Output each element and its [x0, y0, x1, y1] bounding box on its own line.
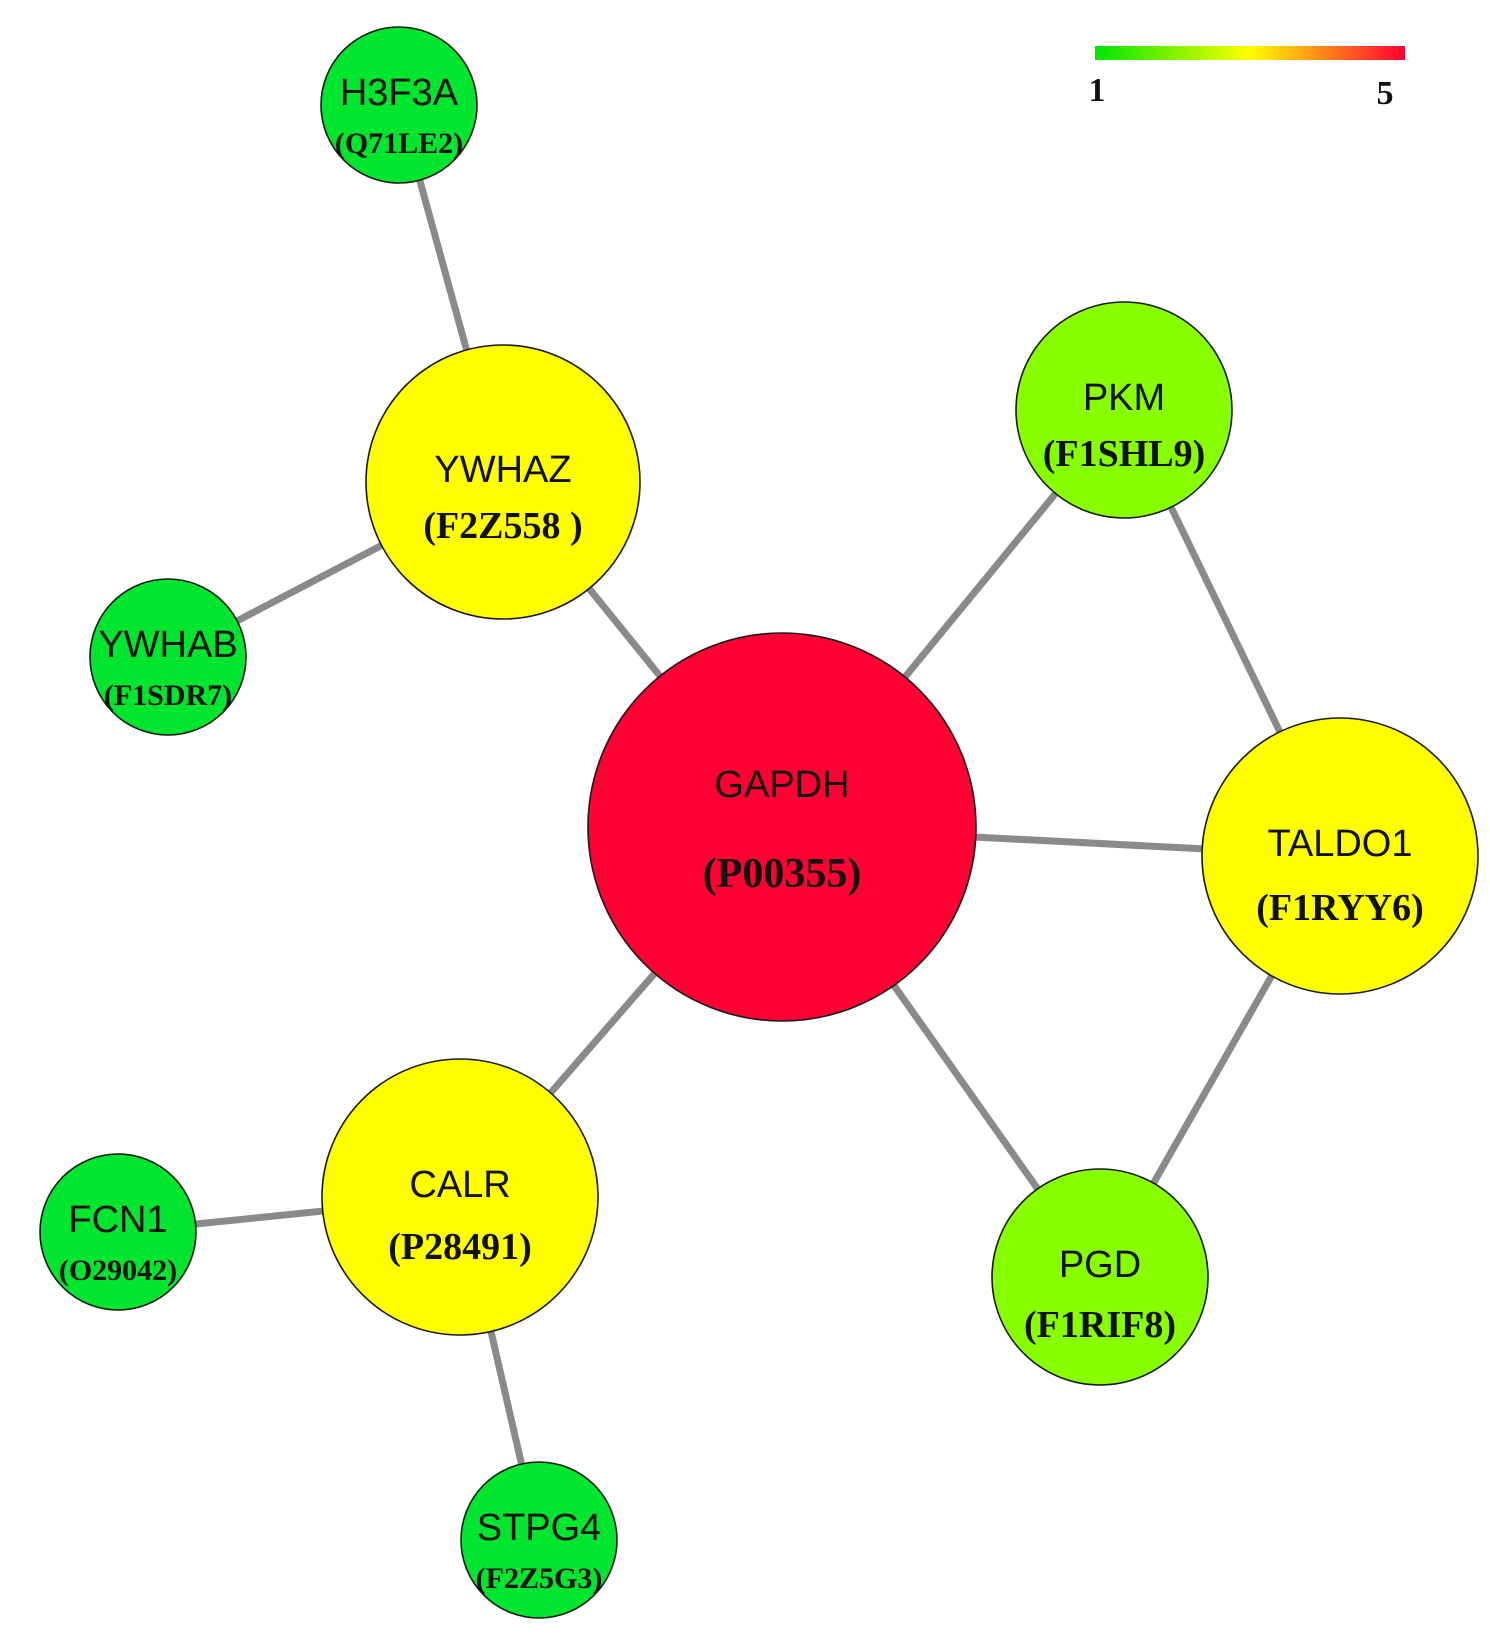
node-circle-gapdh: [587, 632, 977, 1022]
gene-label-ywhab: YWHAB: [98, 624, 237, 666]
accession-label-fcn1: (O29042): [59, 1254, 177, 1287]
node-circle-taldo1: [1201, 717, 1479, 995]
node-pgd: PGD (F1RIF8): [991, 1168, 1209, 1386]
node-circle-h3f3a: [320, 26, 478, 184]
gene-label-ywhaz: YWHAZ: [434, 449, 571, 491]
node-circle-ywhaz: [365, 344, 641, 620]
accession-label-calr: (P28491): [388, 1226, 532, 1268]
accession-label-pgd: (F1RIF8): [1024, 1304, 1176, 1346]
accession-label-stpg4: (F2Z5G3): [476, 1562, 603, 1595]
gene-label-pkm: PKM: [1083, 377, 1165, 419]
node-ywhab: YWHAB (F1SDR7): [89, 578, 247, 736]
gene-label-stpg4: STPG4: [477, 1507, 602, 1549]
accession-label-ywhab: (F1SDR7): [104, 679, 232, 712]
legend-max-label: 5: [1377, 75, 1394, 112]
gene-label-fcn1: FCN1: [68, 1199, 167, 1241]
accession-label-gapdh: (P00355): [703, 851, 862, 897]
node-h3f3a: H3F3A (Q71LE2): [320, 26, 478, 184]
gene-label-pgd: PGD: [1059, 1244, 1141, 1286]
legend-min-label: 1: [1089, 72, 1106, 109]
node-circle-ywhab: [89, 578, 247, 736]
color-scale-bar: [1095, 46, 1405, 60]
node-circle-stpg4: [460, 1461, 618, 1619]
node-circle-fcn1: [39, 1153, 197, 1311]
gene-label-h3f3a: H3F3A: [340, 72, 459, 114]
node-taldo1: TALDO1 (F1RYY6): [1201, 717, 1479, 995]
node-stpg4: STPG4 (F2Z5G3): [460, 1461, 618, 1619]
node-calr: CALR (P28491): [321, 1058, 599, 1336]
node-fcn1: FCN1 (O29042): [39, 1153, 197, 1311]
node-ywhaz: YWHAZ (F2Z558 ): [365, 344, 641, 620]
accession-label-h3f3a: (Q71LE2): [335, 127, 463, 160]
nodes-layer: GAPDH (P00355) YWHAZ (F2Z558 ) TALDO1 (F1RYY6…: [39, 26, 1479, 1619]
node-circle-pkm: [1015, 301, 1233, 519]
node-pkm: PKM (F1SHL9): [1015, 301, 1233, 519]
gene-label-gapdh: GAPDH: [714, 764, 849, 806]
node-circle-pgd: [991, 1168, 1209, 1386]
gene-label-calr: CALR: [409, 1164, 510, 1206]
accession-label-taldo1: (F1RYY6): [1256, 887, 1424, 929]
color-scale-legend: 1 5: [1089, 46, 1405, 112]
gene-label-taldo1: TALDO1: [1267, 823, 1412, 865]
accession-label-pkm: (F1SHL9): [1043, 433, 1206, 475]
node-circle-calr: [321, 1058, 599, 1336]
accession-label-ywhaz: (F2Z558 ): [423, 505, 582, 547]
node-gapdh: GAPDH (P00355): [587, 632, 977, 1022]
